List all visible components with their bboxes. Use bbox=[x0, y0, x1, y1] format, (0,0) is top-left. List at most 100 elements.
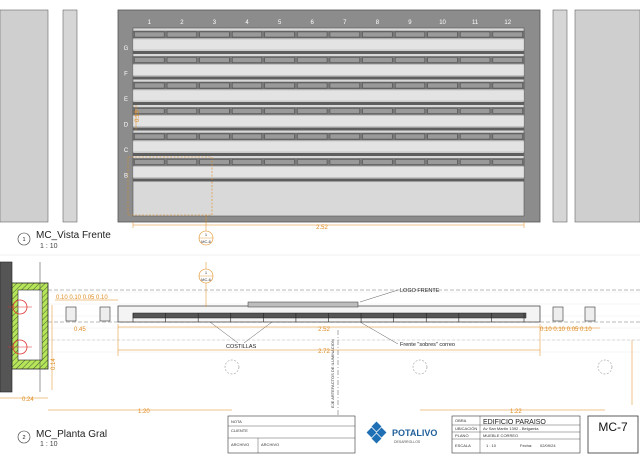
mailbox-door[interactable] bbox=[297, 57, 328, 63]
mailbox-door[interactable] bbox=[394, 31, 425, 38]
mailbox-door[interactable] bbox=[199, 133, 230, 140]
plan-view-scale: 1 : 10 bbox=[40, 441, 58, 448]
left-axis-dim: 1.20 bbox=[138, 409, 150, 415]
mailbox-door[interactable] bbox=[264, 159, 295, 165]
mailbox-door[interactable] bbox=[460, 108, 491, 114]
mailbox-door[interactable] bbox=[134, 31, 165, 38]
mailbox-door[interactable] bbox=[166, 108, 197, 114]
mailbox-door[interactable] bbox=[427, 57, 458, 63]
brand-name: POTALIVO bbox=[392, 428, 437, 438]
mailbox-door[interactable] bbox=[394, 159, 425, 165]
nota-label: NOTA bbox=[231, 419, 242, 424]
column-label: 1 bbox=[148, 20, 152, 26]
mailbox-door[interactable] bbox=[460, 133, 491, 140]
mailbox-door[interactable] bbox=[199, 31, 230, 38]
mailbox-door[interactable] bbox=[394, 82, 425, 89]
mailbox-door[interactable] bbox=[329, 82, 360, 89]
mailbox-door[interactable] bbox=[362, 159, 393, 165]
mailbox-door[interactable] bbox=[362, 133, 393, 140]
mailbox-door[interactable] bbox=[232, 57, 263, 63]
mailbox-door[interactable] bbox=[492, 57, 523, 63]
mailbox-door[interactable] bbox=[134, 57, 165, 63]
plan-section-tag[interactable]: 1 MC-6 bbox=[198, 262, 214, 307]
mailbox-door[interactable] bbox=[394, 133, 425, 140]
mailbox-door[interactable] bbox=[134, 108, 165, 114]
mailbox-door[interactable] bbox=[329, 108, 360, 114]
mailbox-door[interactable] bbox=[134, 133, 165, 140]
mailbox-door[interactable] bbox=[199, 82, 230, 89]
front-view-title: MC_Vista Frente bbox=[36, 230, 111, 241]
row-label: D bbox=[124, 123, 129, 129]
lighting-fixtures bbox=[224, 359, 613, 375]
plan-view-title: MC_Planta Gral bbox=[36, 429, 107, 440]
mailbox-door[interactable] bbox=[264, 133, 295, 140]
mailbox-door[interactable] bbox=[362, 31, 393, 38]
mailbox-door[interactable] bbox=[166, 159, 197, 165]
mailbox-door[interactable] bbox=[460, 57, 491, 63]
mailbox-door[interactable] bbox=[329, 31, 360, 38]
column-label: 5 bbox=[278, 20, 282, 26]
mailbox-door[interactable] bbox=[199, 108, 230, 114]
mailbox-door[interactable] bbox=[134, 82, 165, 89]
mailbox-door[interactable] bbox=[264, 82, 295, 89]
mailbox-strip bbox=[132, 132, 525, 141]
mailbox-door[interactable] bbox=[166, 31, 197, 38]
plan-view: LOGO FRENTE Frente "sobres" correo COSTI… bbox=[0, 261, 640, 448]
front-total-dim: 2.52 bbox=[316, 225, 328, 231]
mailbox-door[interactable] bbox=[264, 57, 295, 63]
mailbox-door[interactable] bbox=[492, 82, 523, 89]
mailbox-door[interactable] bbox=[297, 108, 328, 114]
mailbox-door[interactable] bbox=[394, 57, 425, 63]
mailbox-door[interactable] bbox=[232, 133, 263, 140]
front-section-tag[interactable]: 1 MC-6 bbox=[198, 215, 214, 246]
mailbox-door[interactable] bbox=[232, 108, 263, 114]
mailbox-door[interactable] bbox=[232, 82, 263, 89]
mailbox-door[interactable] bbox=[199, 57, 230, 63]
mailbox-door[interactable] bbox=[297, 159, 328, 165]
plano-value: MUEBLE CORREO bbox=[483, 433, 518, 438]
mailbox-door[interactable] bbox=[427, 159, 458, 165]
mailbox-door[interactable] bbox=[427, 133, 458, 140]
mailbox-door[interactable] bbox=[134, 159, 165, 165]
mailbox-door[interactable] bbox=[492, 159, 523, 165]
mailbox-door[interactable] bbox=[362, 57, 393, 63]
mailbox-door[interactable] bbox=[166, 57, 197, 63]
left-stile bbox=[62, 9, 78, 223]
mailbox-door[interactable] bbox=[166, 133, 197, 140]
mailbox-door[interactable] bbox=[427, 31, 458, 38]
archivo-label: ARCHIVO bbox=[231, 442, 249, 447]
mailbox-door[interactable] bbox=[232, 159, 263, 165]
mailbox-door[interactable] bbox=[329, 133, 360, 140]
mailbox-door[interactable] bbox=[492, 108, 523, 114]
mailbox-door[interactable] bbox=[460, 31, 491, 38]
mailbox-door[interactable] bbox=[427, 108, 458, 114]
mailbox-door[interactable] bbox=[297, 31, 328, 38]
mailbox-door[interactable] bbox=[232, 31, 263, 38]
column-label: 3 bbox=[213, 20, 217, 26]
mailbox-door[interactable] bbox=[362, 82, 393, 89]
mailbox-door[interactable] bbox=[460, 159, 491, 165]
mailbox-door[interactable] bbox=[166, 82, 197, 89]
stile-left-1 bbox=[65, 306, 77, 322]
mailbox-door[interactable] bbox=[427, 82, 458, 89]
mailbox-door[interactable] bbox=[329, 159, 360, 165]
mailbox-door[interactable] bbox=[264, 108, 295, 114]
mailbox-door[interactable] bbox=[199, 159, 230, 165]
mailbox-door[interactable] bbox=[492, 31, 523, 38]
right-side-panel bbox=[574, 9, 640, 223]
mailbox-door[interactable] bbox=[264, 31, 295, 38]
mailbox-door[interactable] bbox=[394, 108, 425, 114]
mailbox-door[interactable] bbox=[297, 133, 328, 140]
column-label: 2 bbox=[180, 20, 184, 26]
front-view-scale: 1 : 10 bbox=[40, 243, 58, 250]
mailbox-door[interactable] bbox=[329, 57, 360, 63]
inner-dim: 2.52 bbox=[318, 327, 330, 333]
title-block: NOTA CLIENTE ARCHIVO ARCHIVO POTALIVO DE… bbox=[227, 415, 639, 454]
mailbox-door[interactable] bbox=[362, 108, 393, 114]
mailbox-door[interactable] bbox=[297, 82, 328, 89]
mailbox-door[interactable] bbox=[460, 82, 491, 89]
obra-label: OBRA bbox=[455, 418, 467, 423]
mailbox-door[interactable] bbox=[492, 133, 523, 140]
